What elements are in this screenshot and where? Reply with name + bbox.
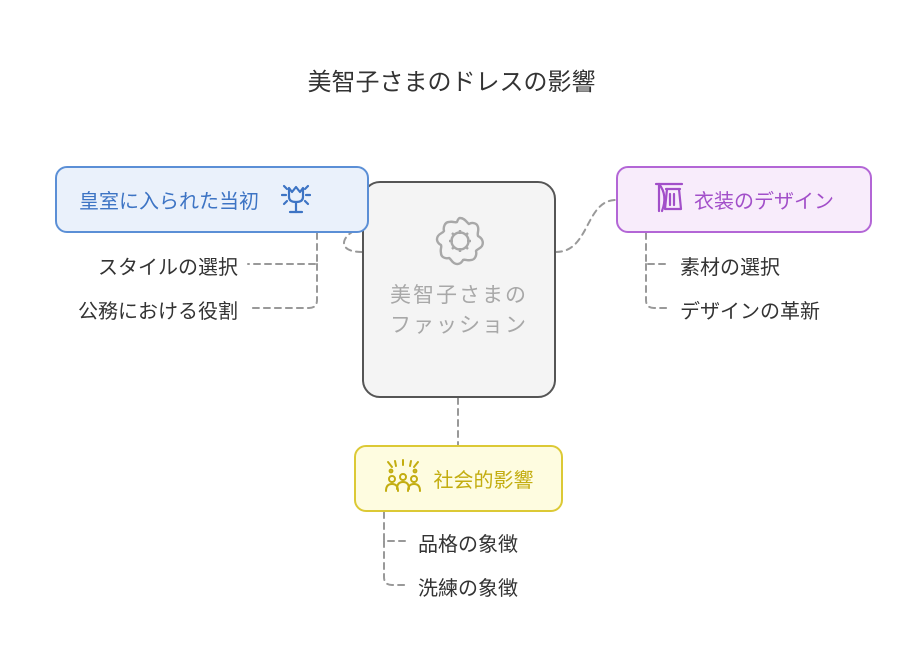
- leaf-dignity-symbol: 品格の象徴: [418, 532, 518, 556]
- diagram-title: 美智子さまのドレスの影響: [307, 68, 596, 96]
- connector-purple-child-2: [645, 263, 671, 309]
- leaf-style-choice: スタイルの選択: [98, 255, 238, 279]
- connector-center-purple: [555, 199, 617, 253]
- branch-node-early-days: 皇室に入られた当初: [55, 166, 369, 233]
- curtain-icon: [654, 181, 684, 218]
- branch-label: 衣装のデザイン: [694, 189, 834, 213]
- branch-node-costume-design: 衣装のデザイン: [616, 166, 872, 233]
- center-node: 美智子さまのファッション: [362, 181, 556, 398]
- branch-label: 皇室に入られた当初: [79, 189, 259, 213]
- leaf-design-innovation: デザインの革新: [680, 299, 820, 323]
- connector-yellow-child-2: [383, 540, 409, 586]
- center-label: 美智子さまのファッション: [390, 283, 528, 337]
- bell-flower-icon: [280, 180, 312, 219]
- connector-purple-child-1: [645, 232, 671, 265]
- leaf-official-role: 公務における役割: [78, 299, 238, 323]
- connector-blue-child-1: [247, 232, 318, 265]
- branch-node-social-impact: 社会的影響: [354, 445, 563, 512]
- connector-blue-child-2: [247, 263, 318, 309]
- flower-icon: [433, 214, 487, 272]
- leaf-elegance-symbol: 洗練の象徴: [418, 576, 518, 600]
- connector-yellow-child-1: [383, 511, 409, 542]
- branch-label: 社会的影響: [433, 468, 534, 492]
- crowd-celebration-icon: [384, 459, 422, 498]
- leaf-material-choice: 素材の選択: [680, 255, 780, 279]
